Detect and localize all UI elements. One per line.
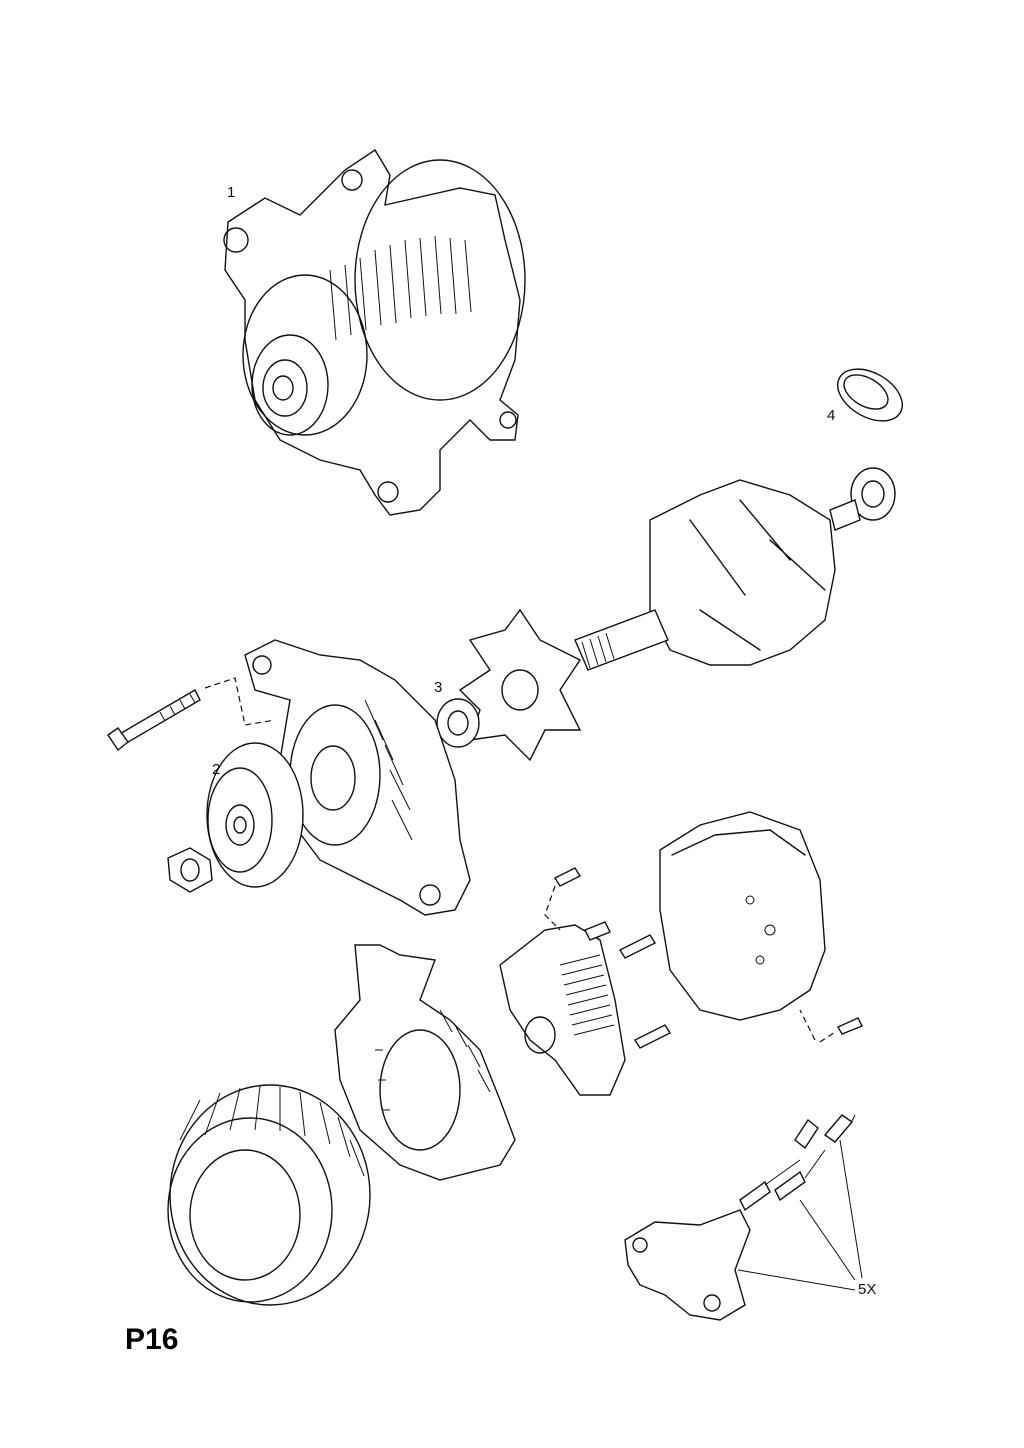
rear-bearing bbox=[850, 467, 896, 521]
brushes-and-springs bbox=[737, 1114, 863, 1291]
rotor bbox=[574, 479, 861, 671]
pulley-nut bbox=[167, 847, 213, 893]
page-code: P16 bbox=[125, 1323, 179, 1356]
rectifier-screws bbox=[544, 867, 672, 1049]
brush-regulator bbox=[624, 1209, 751, 1321]
callout-2: 2 bbox=[212, 761, 221, 778]
pulley bbox=[206, 742, 304, 888]
front-bearing bbox=[436, 698, 480, 748]
callout-1: 1 bbox=[227, 184, 236, 201]
through-bolt bbox=[107, 677, 276, 752]
rear-cover bbox=[659, 811, 826, 1021]
slip-ring-end-housing bbox=[334, 944, 516, 1181]
cover-screw bbox=[799, 1009, 863, 1043]
stator bbox=[167, 1084, 371, 1306]
callout-4: 4 bbox=[827, 407, 836, 424]
fan bbox=[458, 608, 582, 762]
callout-5x: 5X bbox=[858, 1281, 877, 1298]
callout-3: 3 bbox=[434, 679, 443, 696]
alternator-assembly bbox=[223, 149, 526, 516]
rectifier-plate bbox=[499, 924, 626, 1096]
bearing-sleeve bbox=[837, 368, 903, 422]
